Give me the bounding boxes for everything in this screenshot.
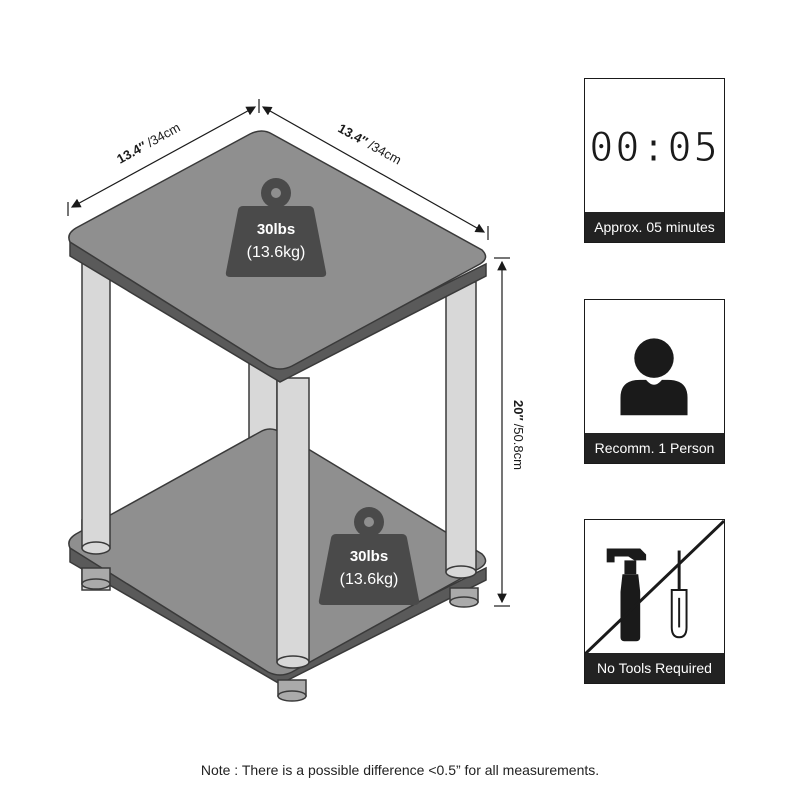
foot-right bbox=[449, 587, 479, 608]
weight-bottom-lbs: 30lbs bbox=[350, 548, 388, 565]
no-tools-icon bbox=[585, 520, 724, 655]
hammer-icon bbox=[606, 548, 647, 642]
measurement-note: Note : There is a possible difference <0… bbox=[200, 762, 600, 778]
foot-left bbox=[81, 567, 111, 590]
person-caption: Recomm. 1 Person bbox=[585, 433, 724, 463]
width-left-cm: /34cm bbox=[144, 120, 182, 150]
height-inch: 20″ bbox=[511, 400, 526, 421]
weight-top-lbs: 30lbs bbox=[257, 221, 295, 238]
front-leg-center bbox=[276, 377, 310, 669]
prohibit-slash bbox=[585, 520, 724, 655]
width-left-label: 13.4″/34cm bbox=[114, 120, 182, 167]
tools-caption: No Tools Required bbox=[585, 653, 724, 683]
front-leg-right bbox=[445, 281, 477, 579]
time-caption: Approx. 05 minutes bbox=[585, 212, 724, 242]
dimension-width-left: 13.4″/34cm bbox=[67, 99, 260, 216]
height-label: 20″ /50.8cm bbox=[511, 400, 526, 470]
screwdriver-icon bbox=[670, 550, 688, 639]
timer-icon: 00:05 bbox=[585, 79, 724, 214]
front-leg-left bbox=[81, 261, 111, 555]
timer-display: 00:05 bbox=[589, 125, 720, 172]
foot-front bbox=[277, 679, 307, 702]
dimension-height: 20″ /50.8cm bbox=[494, 257, 526, 607]
table-diagram: 30lbs (13.6kg) 30lbs (13.6kg) 13.4″/34cm… bbox=[67, 99, 526, 702]
info-panel-tools: No Tools Required bbox=[584, 519, 725, 684]
height-cm: /50.8cm bbox=[511, 424, 526, 470]
width-left-inch: 13.4″ bbox=[114, 138, 149, 166]
width-right-inch: 13.4″ bbox=[336, 121, 371, 149]
width-right-label: 13.4″/34cm bbox=[336, 121, 404, 168]
width-right-cm: /34cm bbox=[366, 137, 404, 167]
person-icon bbox=[620, 338, 688, 416]
weight-icon-bottom: 30lbs (13.6kg) bbox=[318, 507, 420, 605]
info-panel-person: Recomm. 1 Person bbox=[584, 299, 725, 464]
weight-bottom-kg: (13.6kg) bbox=[340, 571, 399, 588]
weight-top-kg: (13.6kg) bbox=[247, 244, 306, 261]
info-panel-time: 00:05 Approx. 05 minutes bbox=[584, 78, 725, 243]
